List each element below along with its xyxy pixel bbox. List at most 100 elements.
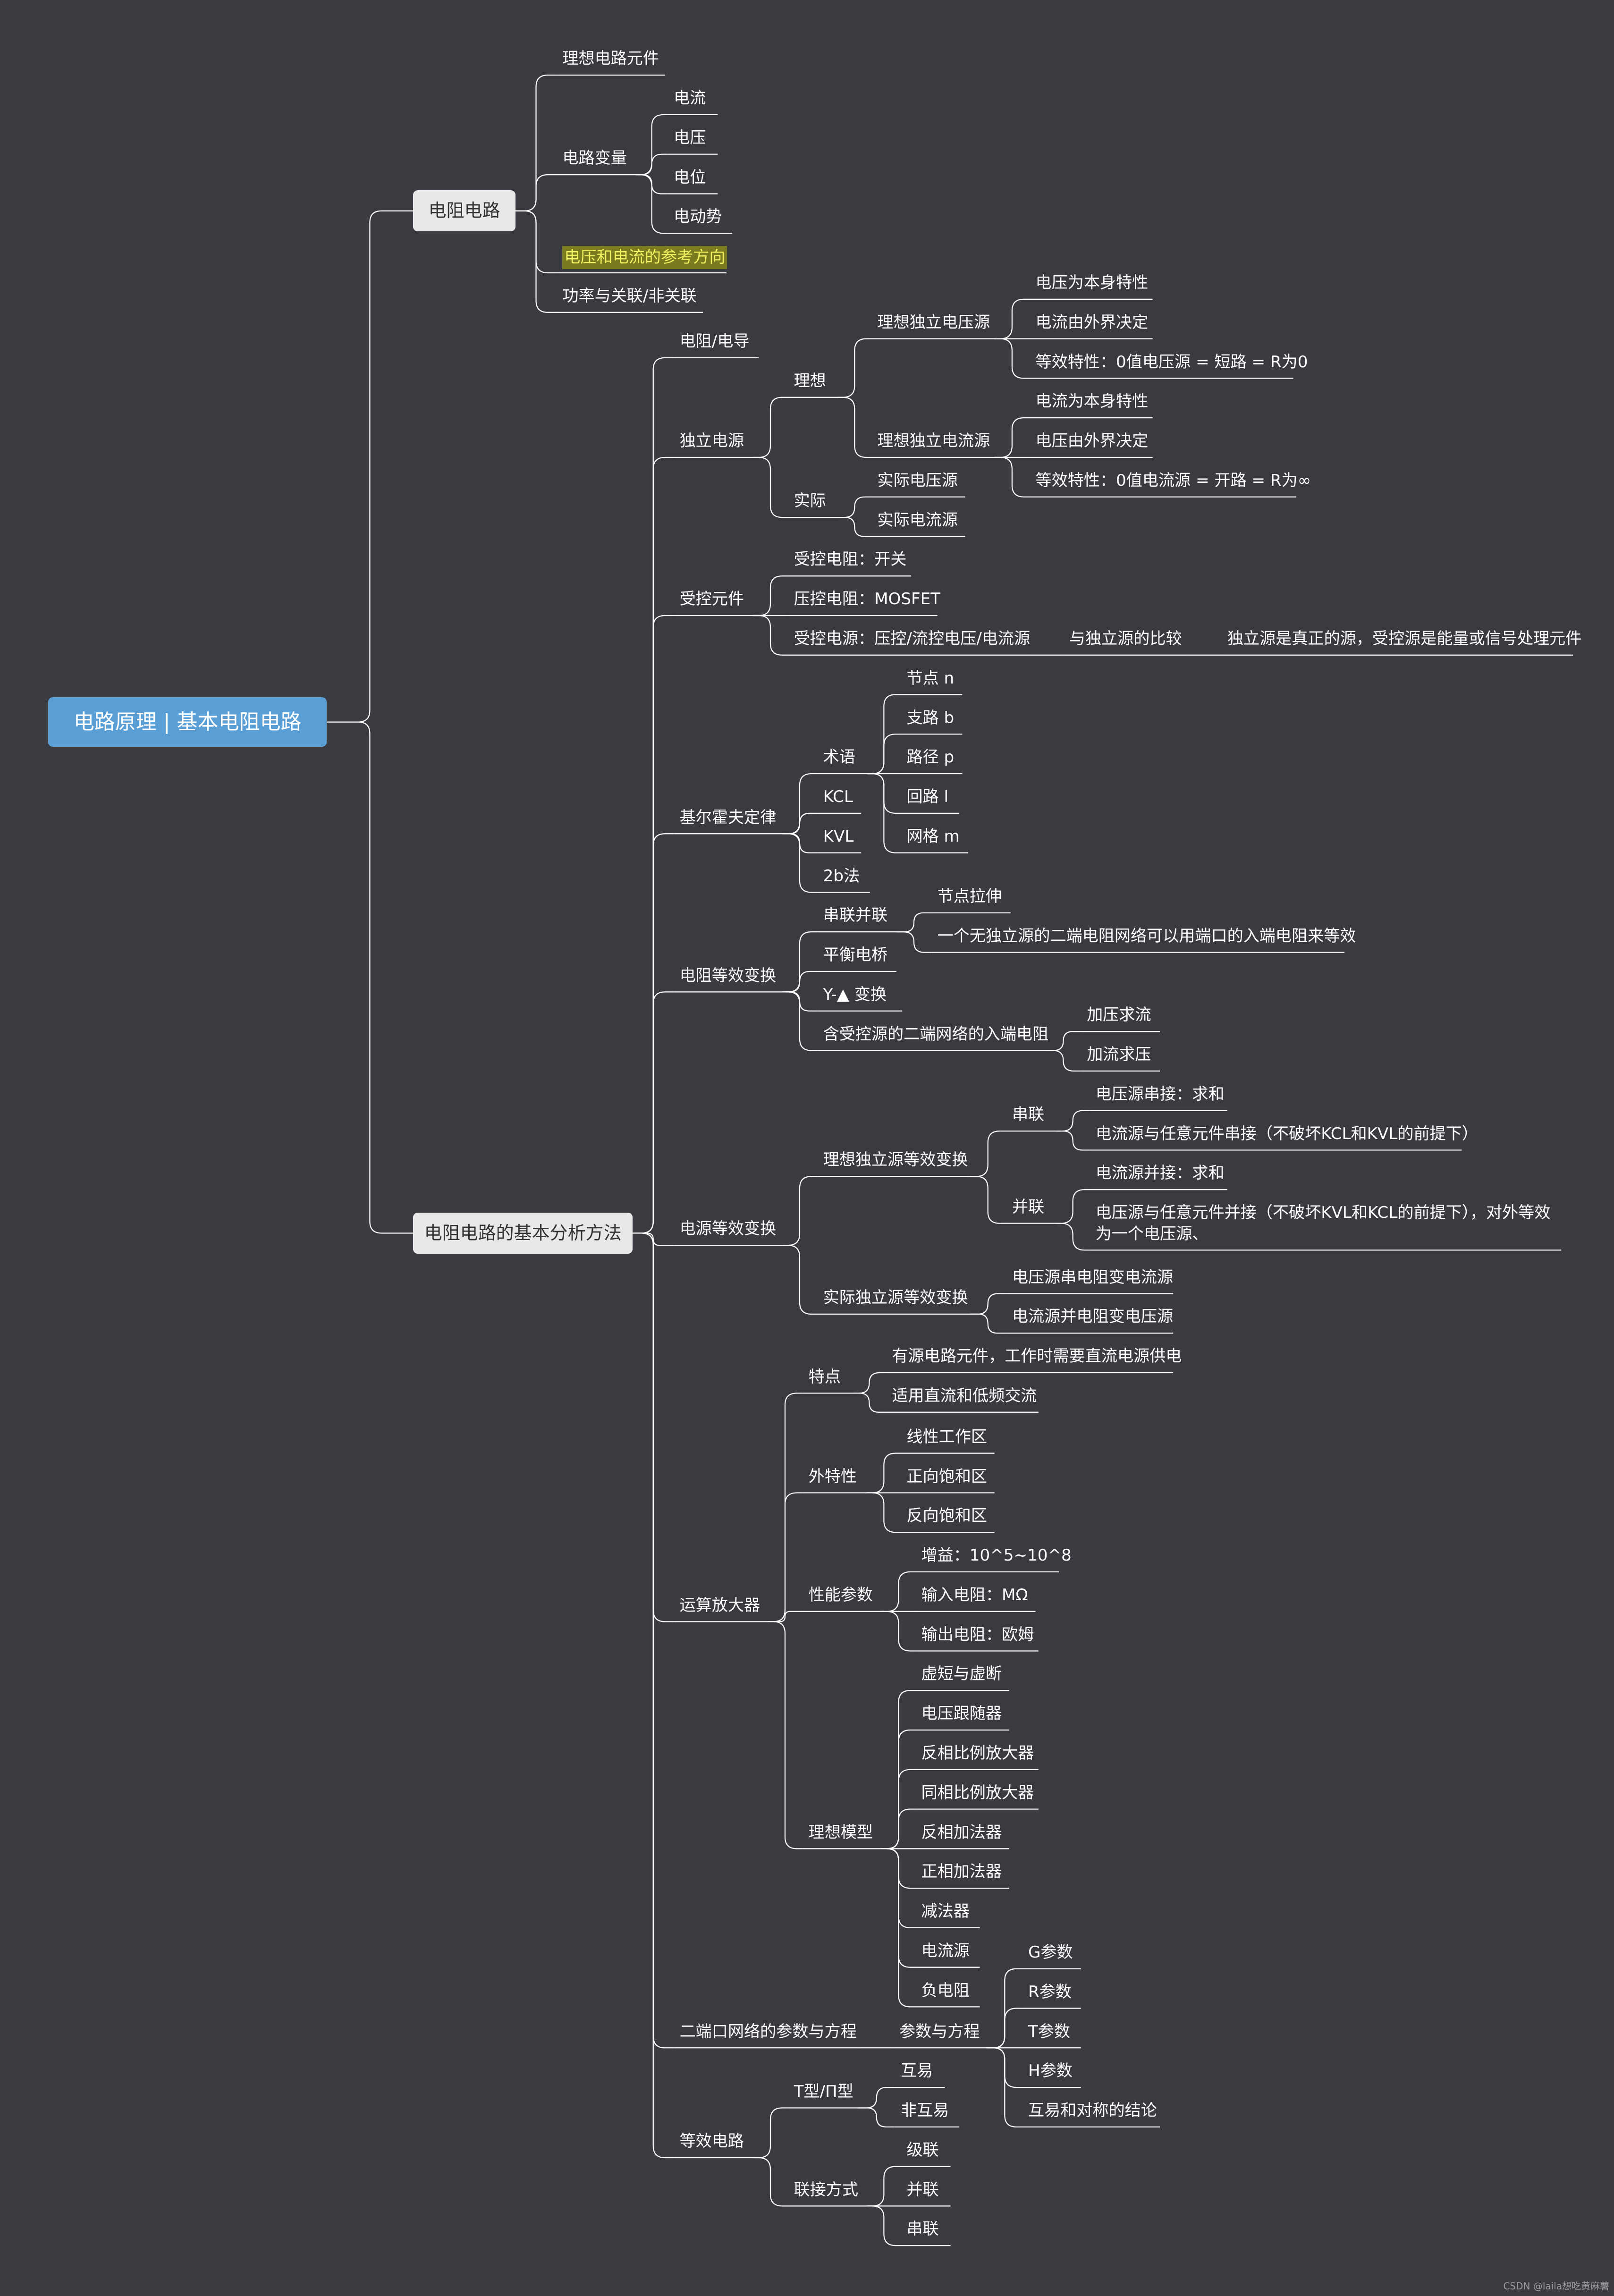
- node-twoport[interactable]: 二端口网络的参数与方程: [679, 2022, 857, 2041]
- node-ideal-elem[interactable]: 理想电路元件: [562, 49, 659, 68]
- node-tpi[interactable]: T型/Π型: [794, 2082, 853, 2101]
- node-t2[interactable]: 支路 b: [906, 708, 955, 727]
- node-actual[interactable]: 实际: [794, 491, 826, 511]
- node-ser[interactable]: 串联: [1012, 1105, 1045, 1124]
- node-kvl[interactable]: KVL: [823, 827, 854, 846]
- node-eqc[interactable]: 等效电路: [679, 2132, 744, 2151]
- node-recip[interactable]: 互易和对称的结论: [1028, 2101, 1157, 2120]
- node-ivs2[interactable]: 电流由外界决定: [1035, 312, 1149, 332]
- node-perf[interactable]: 性能参数: [808, 1585, 873, 1604]
- node-m6[interactable]: 正相加法器: [921, 1862, 1002, 1882]
- node-conn3[interactable]: 串联: [906, 2220, 939, 2239]
- node-inres2[interactable]: 加流求压: [1087, 1045, 1151, 1064]
- node-tpi1[interactable]: 互易: [901, 2061, 933, 2081]
- node-h[interactable]: H参数: [1028, 2061, 1073, 2081]
- node-t3[interactable]: 路径 p: [906, 748, 955, 767]
- node-ctrl3b[interactable]: 独立源是真正的源，受控源是能量或信号处理元件: [1227, 629, 1582, 648]
- node-ivs[interactable]: 理想独立电压源: [877, 312, 990, 332]
- node-ser2[interactable]: 电流源与任意元件串接（不破坏KCL和KVL的前提下）: [1095, 1124, 1478, 1143]
- node-ideq[interactable]: 理想独立源等效变换: [823, 1150, 968, 1170]
- node-ctrl1[interactable]: 受控电阻：开关: [794, 550, 907, 569]
- node-bridge[interactable]: 平衡电桥: [823, 945, 888, 965]
- node-indep[interactable]: 独立电源: [679, 431, 744, 451]
- node-r[interactable]: R参数: [1028, 1982, 1072, 2001]
- node-power[interactable]: 功率与关联/非关联: [562, 286, 697, 305]
- node-potential[interactable]: 电位: [674, 168, 706, 187]
- node-m9[interactable]: 负电阻: [921, 1981, 970, 2000]
- node-methods[interactable]: 电阻电路的基本分析方法: [413, 1212, 633, 1254]
- node-ivs1[interactable]: 电压为本身特性: [1035, 273, 1149, 293]
- node-sp[interactable]: 串联并联: [823, 906, 888, 925]
- node-inres1[interactable]: 加压求流: [1087, 1005, 1151, 1025]
- connector-terms-to-t5: [867, 773, 901, 853]
- node-resistance[interactable]: 电阻/电导: [679, 332, 750, 351]
- node-t4[interactable]: 回路 l: [906, 787, 949, 807]
- node-seq[interactable]: 电源等效变换: [679, 1219, 777, 1239]
- node-root[interactable]: 电路原理 | 基本电阻电路: [48, 697, 327, 747]
- node-emf[interactable]: 电动势: [674, 207, 722, 227]
- node-perf1[interactable]: 增益：10^5~10^8: [921, 1546, 1072, 1565]
- node-sp2[interactable]: 一个无独立源的二端电阻网络可以用端口的入端电阻来等效: [937, 926, 1356, 945]
- node-peq[interactable]: 参数与方程: [899, 2022, 980, 2041]
- node-feat1[interactable]: 有源电路元件，工作时需要直流电源供电: [892, 1347, 1182, 1366]
- node-ics1[interactable]: 电流为本身特性: [1035, 392, 1149, 411]
- node-ctrl3[interactable]: 受控电源：压控/流控电压/电流源: [794, 629, 1031, 648]
- node-perf3[interactable]: 输出电阻：欧姆: [921, 1625, 1034, 1644]
- node-m7[interactable]: 减法器: [921, 1902, 970, 1921]
- node-current[interactable]: 电流: [674, 89, 706, 108]
- node-m3[interactable]: 反相比例放大器: [921, 1744, 1034, 1763]
- node-ext1[interactable]: 线性工作区: [906, 1427, 988, 1446]
- node-feat2[interactable]: 适用直流和低频交流: [892, 1386, 1037, 1405]
- node-ctrl3a[interactable]: 与独立源的比较: [1069, 629, 1182, 648]
- node-t[interactable]: T参数: [1028, 2022, 1071, 2041]
- node-par1[interactable]: 电流源并接：求和: [1095, 1164, 1225, 1183]
- node-ext2[interactable]: 正向饱和区: [906, 1467, 988, 1486]
- node-m1[interactable]: 虚短与虚断: [921, 1664, 1002, 1684]
- node-ydelta[interactable]: Y-▲ 变换: [823, 985, 887, 1004]
- node-inres[interactable]: 含受控源的二端网络的入端电阻: [823, 1024, 1049, 1044]
- node-req[interactable]: 电阻等效变换: [679, 966, 777, 985]
- node-model[interactable]: 理想模型: [808, 1823, 873, 1842]
- node-par2[interactable]: 电压源与任意元件并接（不破坏KVL和KCL的前提下），对外等效为一个电压源、: [1095, 1203, 1551, 1243]
- node-kirch[interactable]: 基尔霍夫定律: [679, 808, 777, 827]
- node-ics2[interactable]: 电压由外界决定: [1035, 431, 1149, 451]
- node-ctrl2[interactable]: 压控电阻：MOSFET: [794, 590, 941, 609]
- node-sp1[interactable]: 节点拉伸: [937, 887, 1002, 906]
- node-ext[interactable]: 外特性: [808, 1467, 857, 1486]
- node-avs[interactable]: 实际电压源: [877, 471, 958, 490]
- node-par[interactable]: 并联: [1012, 1197, 1045, 1216]
- node-m8[interactable]: 电流源: [921, 1941, 970, 1960]
- node-m5[interactable]: 反相加法器: [921, 1823, 1002, 1842]
- node-ser1[interactable]: 电压源串接：求和: [1095, 1084, 1225, 1104]
- node-kcl[interactable]: KCL: [823, 787, 853, 807]
- node-voltage[interactable]: 电压: [674, 128, 706, 147]
- node-conn1[interactable]: 级联: [906, 2140, 939, 2160]
- node-t5[interactable]: 网格 m: [906, 827, 960, 846]
- node-opamp[interactable]: 运算放大器: [679, 1595, 761, 1615]
- node-conn[interactable]: 联接方式: [794, 2180, 858, 2199]
- node-ideal[interactable]: 理想: [794, 371, 826, 390]
- node-ctrl[interactable]: 受控元件: [679, 590, 744, 609]
- node-feat[interactable]: 特点: [808, 1367, 841, 1386]
- node-aceq2[interactable]: 电流源并电阻变电压源: [1012, 1307, 1173, 1326]
- node-ics[interactable]: 理想独立电流源: [877, 431, 990, 451]
- node-acs[interactable]: 实际电流源: [877, 510, 958, 530]
- node-refdir[interactable]: 电压和电流的参考方向: [562, 246, 727, 269]
- node-aceq[interactable]: 实际独立源等效变换: [823, 1288, 968, 1308]
- node-m2[interactable]: 电压跟随器: [921, 1704, 1002, 1723]
- node-resist[interactable]: 电阻电路: [413, 190, 516, 232]
- connector-ideq-to-par: [969, 1176, 1006, 1224]
- node-t1[interactable]: 节点 n: [906, 668, 955, 688]
- node-b2[interactable]: 2b法: [823, 866, 860, 886]
- node-ivs3[interactable]: 等效特性：0值电压源 = 短路 = R为0: [1035, 352, 1308, 371]
- node-perf2[interactable]: 输入电阻：MΩ: [921, 1585, 1028, 1604]
- node-aceq1[interactable]: 电压源串电阻变电流源: [1012, 1267, 1173, 1287]
- node-ics3[interactable]: 等效特性：0值电流源 = 开路 = R为∞: [1035, 471, 1311, 490]
- node-vars[interactable]: 电路变量: [562, 149, 627, 168]
- node-tpi2[interactable]: 非互易: [901, 2101, 949, 2120]
- node-g[interactable]: G参数: [1028, 1942, 1073, 1962]
- node-terms[interactable]: 术语: [823, 748, 855, 767]
- node-ext3[interactable]: 反向饱和区: [906, 1506, 988, 1526]
- node-conn2[interactable]: 并联: [906, 2180, 939, 2199]
- node-m4[interactable]: 同相比例放大器: [921, 1783, 1034, 1802]
